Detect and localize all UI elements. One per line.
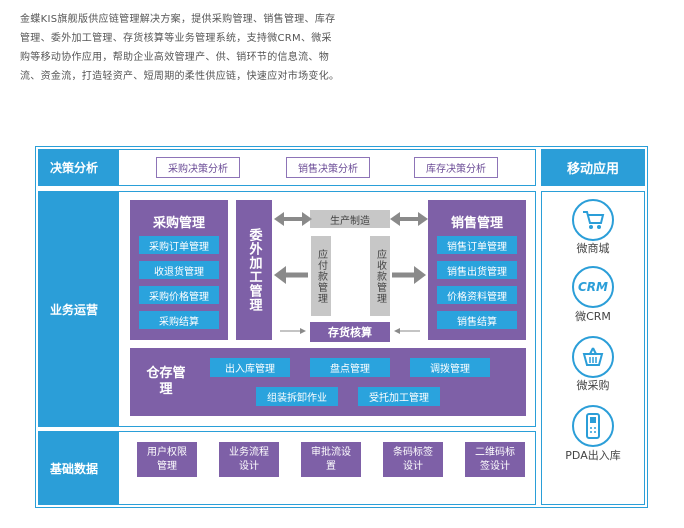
flow-arrows: [274, 212, 428, 334]
crm-icon[interactable]: CRM: [572, 266, 614, 308]
receivable-label: 应收款管理: [374, 248, 386, 304]
crm-icon-badge: CRM: [578, 280, 608, 294]
sales-title: 销售管理: [450, 216, 503, 231]
decision-item-sales[interactable]: 销售决策分析: [286, 157, 370, 178]
decision-label: 决策分析: [38, 149, 118, 186]
intro-paragraph: 金蝶KIS旗舰版供应链管理解决方案，提供采购管理、销售管理、库存管理、委外加工管…: [20, 14, 340, 82]
warehouse-item-stocktake[interactable]: 盘点管理: [310, 358, 390, 377]
mobile-app-label-purchase: 微采购: [576, 379, 610, 392]
foundation-item-approval[interactable]: 审批流设置: [301, 442, 361, 477]
outsource-block: 委外加工管理: [236, 200, 272, 340]
foundation-item-permissions[interactable]: 用户权限管理: [137, 442, 197, 477]
mobile-app-label-crm: 微CRM: [575, 310, 611, 323]
receivable-box[interactable]: 应收款管理: [370, 236, 390, 316]
arrow-production-left: [274, 212, 312, 226]
foundation-item-barcode[interactable]: 条码标签设计: [383, 442, 443, 477]
purchase-title: 采购管理: [152, 216, 205, 231]
sales-item-price[interactable]: 价格资料管理: [437, 286, 517, 304]
arrow-payable: [274, 266, 308, 284]
warehouse-title: 仓存管理: [146, 366, 186, 397]
arrow-inventory-right: [394, 328, 420, 334]
arrow-production-right: [390, 212, 428, 226]
warehouse-item-inout[interactable]: 出入库管理: [210, 358, 290, 377]
mobile-app-label-shop: 微商城: [576, 242, 610, 255]
payable-label: 应付款管理: [315, 248, 327, 304]
warehouse-item-consignment[interactable]: 受托加工管理: [358, 387, 440, 406]
architecture-frame: [35, 146, 648, 508]
sales-item-shipping[interactable]: 销售出货管理: [437, 261, 517, 279]
pda-icon[interactable]: [572, 405, 614, 447]
warehouse-item-assembly[interactable]: 组装拆卸作业: [256, 387, 338, 406]
outsource-title: 委外加工管理: [246, 228, 262, 312]
foundation-item-qrcode[interactable]: 二维码标签设计: [465, 442, 525, 477]
decision-item-inventory[interactable]: 库存决策分析: [414, 157, 498, 178]
foundation-label: 基础数据: [38, 431, 118, 505]
foundation-item-workflow[interactable]: 业务流程设计: [219, 442, 279, 477]
sales-item-settlement[interactable]: 销售结算: [437, 311, 517, 329]
arrow-inventory-left: [280, 328, 306, 334]
business-label: 业务运营: [38, 191, 118, 427]
arrow-receivable: [392, 266, 426, 284]
decision-item-purchase[interactable]: 采购决策分析: [156, 157, 240, 178]
purchase-item-settlement[interactable]: 采购结算: [139, 311, 219, 329]
purchase-item-order[interactable]: 采购订单管理: [139, 236, 219, 254]
warehouse-item-transfer[interactable]: 调拨管理: [410, 358, 490, 377]
sales-item-order[interactable]: 销售订单管理: [437, 236, 517, 254]
purchase-item-price[interactable]: 采购价格管理: [139, 286, 219, 304]
inventory-accounting-box[interactable]: 存货核算: [310, 322, 390, 342]
basket-icon[interactable]: [572, 336, 614, 378]
production-box[interactable]: 生产制造: [310, 210, 390, 228]
payable-box[interactable]: 应付款管理: [311, 236, 331, 316]
cart-icon[interactable]: [572, 199, 614, 241]
mobile-app-label-pda: PDA出入库: [565, 449, 621, 462]
mobile-title: 移动应用: [541, 149, 645, 186]
purchase-item-returns[interactable]: 收退货管理: [139, 261, 219, 279]
